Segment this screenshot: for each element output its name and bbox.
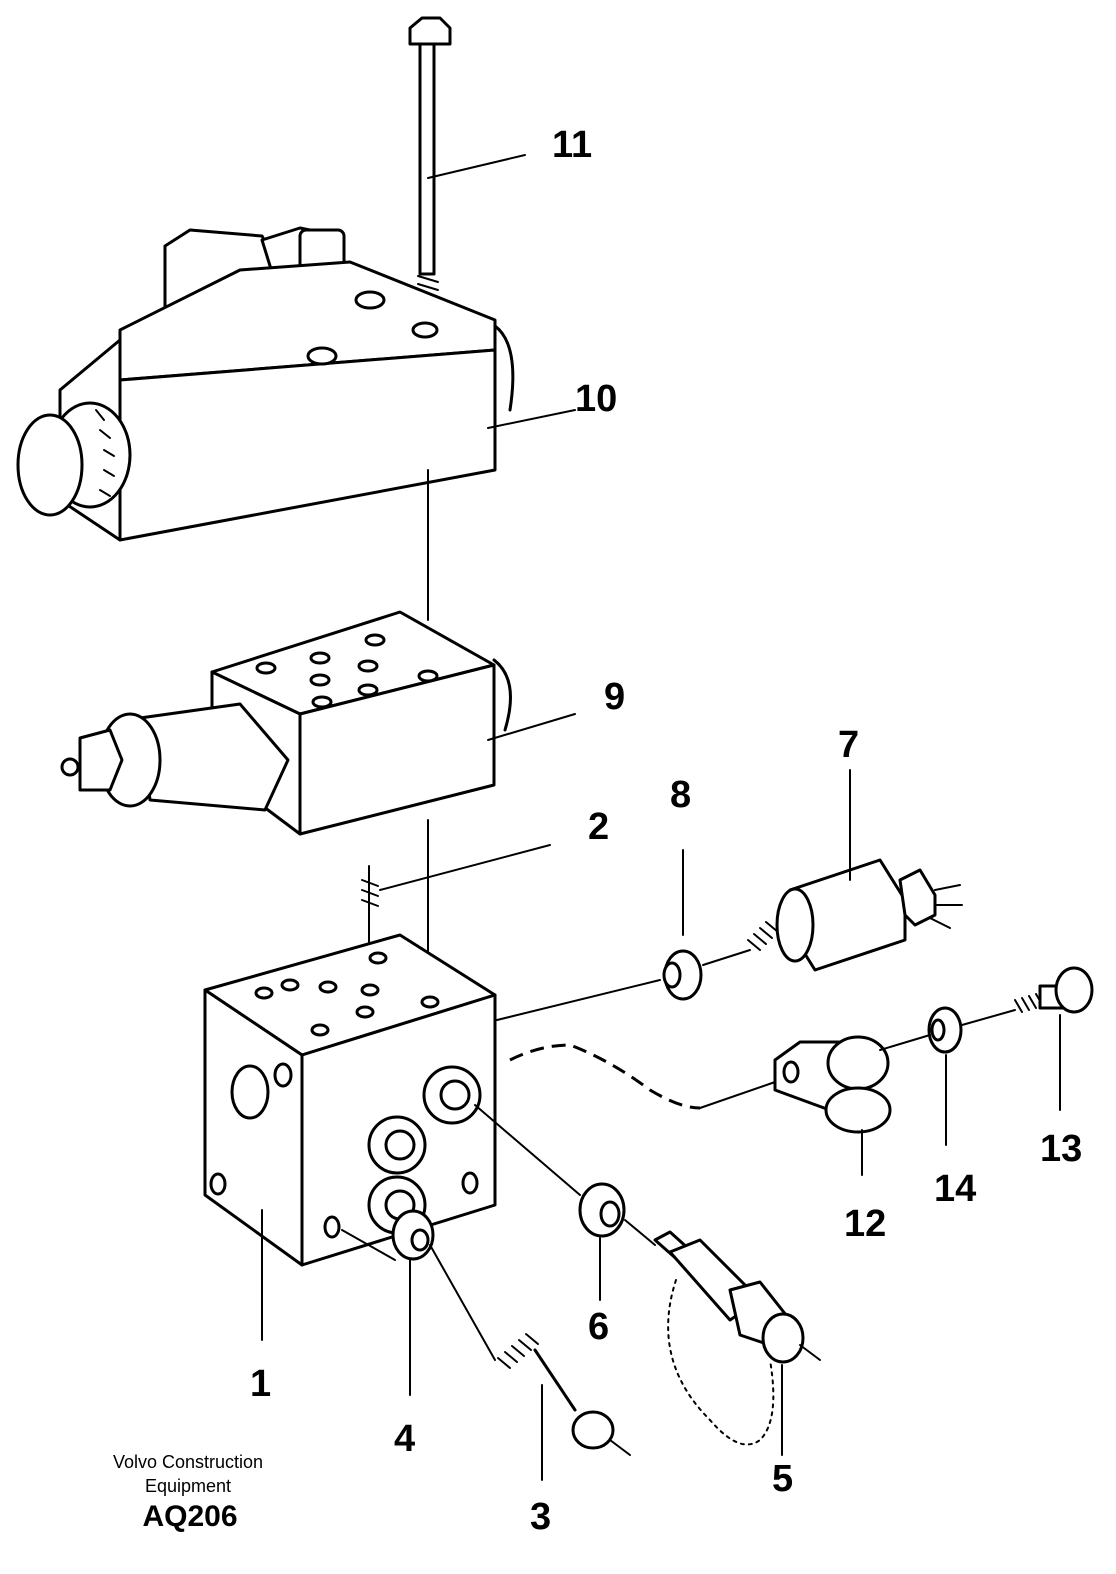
part-11-long-bolt <box>408 16 526 331</box>
assembly-line-13 <box>961 1009 1016 1026</box>
assembly-line-7 <box>702 949 751 966</box>
part-5-test-nipple <box>653 1230 821 1456</box>
callout-6: 6 <box>588 1306 610 1348</box>
assembly-line-8 <box>496 979 661 1021</box>
caption-company-line1: Volvo Construction <box>112 1452 264 1472</box>
callout-2: 2 <box>588 806 610 848</box>
caption-drawing-code: AQ206 <box>142 1500 238 1533</box>
assembly-line-5 <box>624 1219 656 1246</box>
leader-9 <box>487 713 576 741</box>
part-4-washer <box>341 1209 435 1396</box>
callout-4: 4 <box>394 1418 416 1460</box>
callout-9: 9 <box>604 676 626 718</box>
callout-5: 5 <box>772 1458 794 1500</box>
leader-11 <box>427 154 526 179</box>
part-10-solenoid-valve <box>16 226 576 542</box>
callout-1: 1 <box>250 1363 272 1405</box>
callout-12: 12 <box>844 1203 887 1245</box>
part-7-pressure-switch <box>747 769 963 972</box>
leader-10 <box>487 409 576 429</box>
assembly-line-14 <box>879 1034 931 1051</box>
part-6-washer <box>474 1104 626 1301</box>
callout-8: 8 <box>670 774 692 816</box>
callout-7: 7 <box>838 724 860 766</box>
part-13-bolt <box>1014 966 1094 1111</box>
part-1-valve-housing <box>203 933 497 1341</box>
callout-14: 14 <box>934 1168 977 1210</box>
part-14-washer <box>927 1006 963 1146</box>
callout-11: 11 <box>552 124 593 166</box>
part-3-screw <box>497 1333 631 1481</box>
part-8-washer <box>662 849 703 1001</box>
callout-13: 13 <box>1040 1128 1083 1170</box>
assembly-line-3 <box>429 1244 496 1361</box>
part-9-pressure-valve <box>60 610 576 836</box>
leader-2 <box>379 844 551 891</box>
callout-3: 3 <box>530 1496 552 1538</box>
part-12-clamp <box>509 1035 892 1176</box>
callout-10: 10 <box>575 378 618 420</box>
caption-company-line2: Equipment <box>144 1476 232 1496</box>
